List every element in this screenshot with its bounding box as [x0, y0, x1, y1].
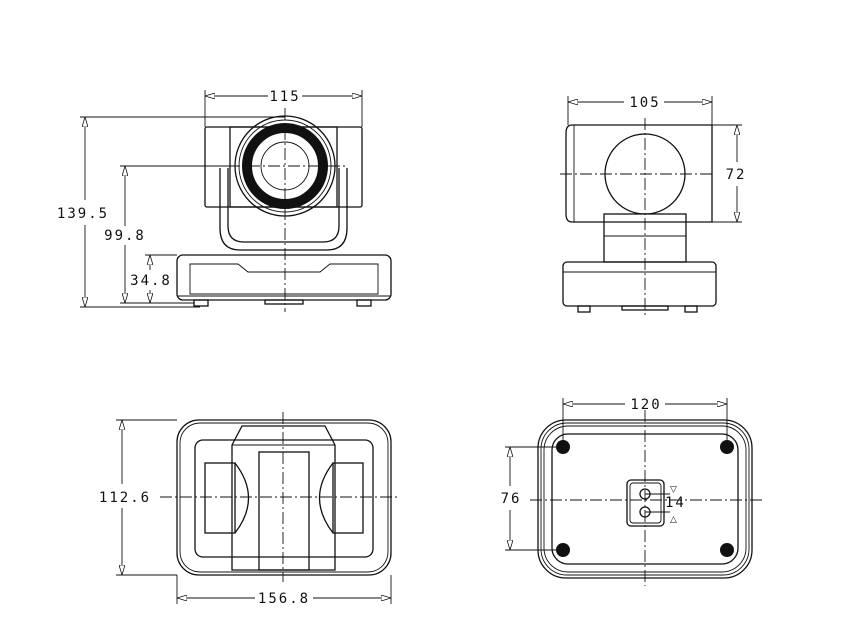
arrow-up-icon: △: [670, 515, 677, 525]
front-view: 115 139.5 99.8 34.8: [57, 89, 392, 312]
dim-front-width: 115: [269, 89, 300, 105]
dim-front-lens-height: 99.8: [104, 228, 146, 244]
dim-side-depth: 105: [629, 95, 660, 111]
top-view: 112.6 156.8: [99, 412, 400, 607]
bottom-view: ▽ △ 14 120 76: [501, 397, 762, 586]
dim-bottom-screw-spacing: 14: [665, 495, 686, 511]
foot-icon: [720, 543, 734, 557]
arrow-down-icon: ▽: [670, 485, 677, 495]
dim-front-total-height: 139.5: [57, 206, 109, 222]
dim-side-head-height: 72: [726, 167, 747, 183]
dim-front-base-height: 34.8: [130, 273, 172, 289]
dim-top-width: 156.8: [258, 591, 310, 607]
dim-bottom-foot-y: 76: [501, 491, 522, 507]
side-view: 105 72: [560, 95, 747, 315]
dim-bottom-foot-x: 120: [630, 397, 661, 413]
dim-top-depth: 112.6: [99, 490, 151, 506]
